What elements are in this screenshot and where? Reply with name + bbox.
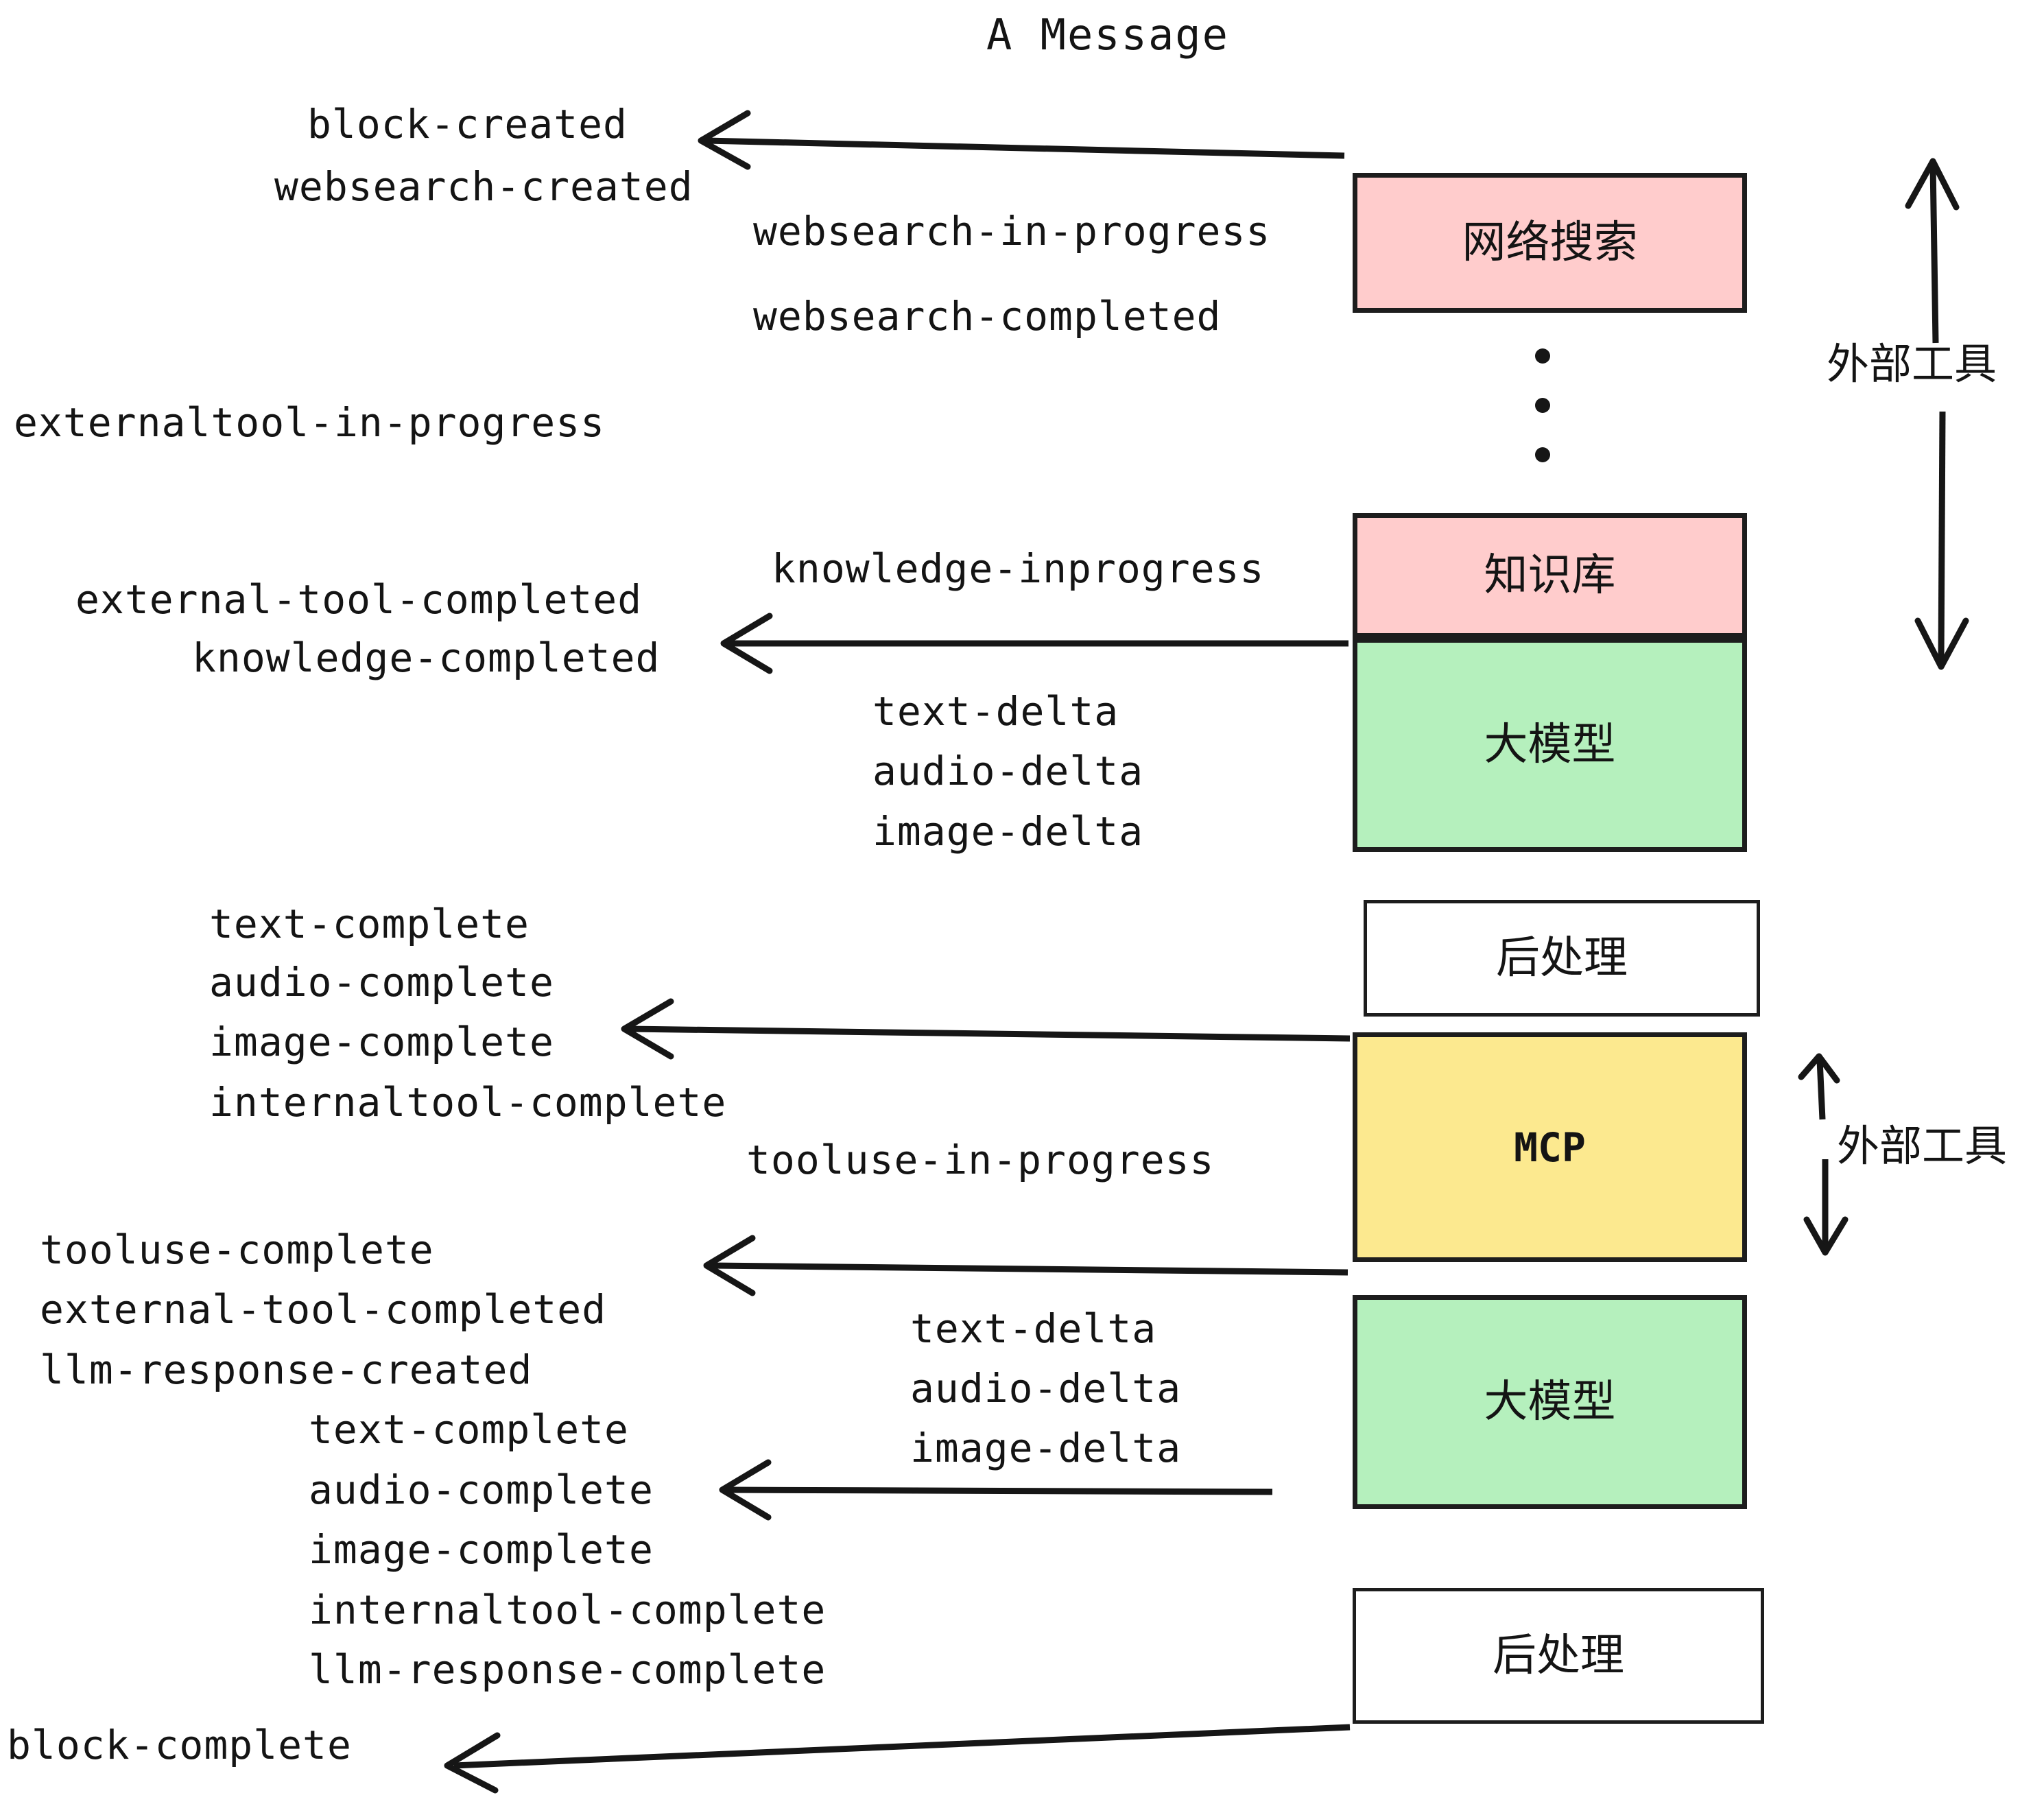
external-tools-bottom-down-arrow-icon xyxy=(1803,1159,1849,1256)
event-image-delta-2: image-delta xyxy=(910,1425,1182,1471)
node-postprocess-second[interactable]: 后处理 xyxy=(1353,1588,1764,1724)
ellipsis-dot-icon xyxy=(1535,348,1550,364)
event-text-complete-2: text-complete xyxy=(309,1406,629,1453)
event-text-complete-1: text-complete xyxy=(209,901,530,947)
event-image-complete-1: image-complete xyxy=(209,1019,554,1065)
event-llm-response-created: llm-response-created xyxy=(40,1346,533,1393)
event-internaltool-complete-1: internaltool-complete xyxy=(209,1079,727,1126)
side-label-external-tools-top: 外部工具 xyxy=(1827,339,1997,389)
node-llm-second[interactable]: 大模型 xyxy=(1353,1295,1747,1509)
event-knowledge-inprogress: knowledge-inprogress xyxy=(772,545,1265,592)
side-label-external-tools-bottom: 外部工具 xyxy=(1837,1121,2008,1171)
node-websearch-label: 网络搜索 xyxy=(1462,217,1638,268)
node-postprocess-second-label: 后处理 xyxy=(1493,1630,1624,1681)
event-text-delta-2: text-delta xyxy=(910,1305,1157,1352)
event-text-delta-1: text-delta xyxy=(872,688,1119,735)
event-tooluse-complete: tooluse-complete xyxy=(40,1226,434,1273)
node-knowledge-label: 知识库 xyxy=(1484,550,1616,601)
event-external-tool-completed-1: external-tool-completed xyxy=(75,576,643,623)
node-llm-second-label: 大模型 xyxy=(1484,1377,1616,1427)
arrow-to-tooluse-complete xyxy=(703,1235,1348,1296)
node-knowledge[interactable]: 知识库 xyxy=(1353,513,1747,638)
diagram-title: A Message xyxy=(986,10,1229,60)
node-postprocess-first[interactable]: 后处理 xyxy=(1364,900,1760,1017)
external-tools-top-down-arrow-icon xyxy=(1914,411,1969,670)
event-block-created: block-created xyxy=(307,101,628,147)
event-audio-complete-1: audio-complete xyxy=(209,959,554,1006)
event-internaltool-complete-2: internaltool-complete xyxy=(309,1587,827,1633)
event-audio-delta-2: audio-delta xyxy=(910,1365,1182,1412)
arrow-to-block-created xyxy=(698,110,1345,170)
arrow-to-knowledge-completed xyxy=(720,613,1348,674)
arrow-to-block-complete xyxy=(444,1724,1351,1794)
ellipsis-dot-icon xyxy=(1535,398,1550,413)
event-websearch-created: websearch-created xyxy=(274,163,693,210)
event-block-complete: block-complete xyxy=(7,1722,352,1768)
event-websearch-completed: websearch-completed xyxy=(753,293,1222,340)
node-websearch[interactable]: 网络搜索 xyxy=(1353,173,1747,313)
event-audio-delta-1: audio-delta xyxy=(872,748,1144,794)
event-externaltool-in-progress: externaltool-in-progress xyxy=(14,399,606,446)
external-tools-top-up-arrow-icon xyxy=(1905,158,1960,344)
event-audio-complete-2: audio-complete xyxy=(309,1467,654,1513)
ellipsis-dot-icon xyxy=(1535,447,1550,462)
event-websearch-in-progress: websearch-in-progress xyxy=(753,208,1271,254)
event-knowledge-completed: knowledge-completed xyxy=(192,634,661,681)
event-tooluse-in-progress: tooluse-in-progress xyxy=(746,1137,1215,1183)
event-image-delta-1: image-delta xyxy=(872,808,1144,855)
node-llm-first-label: 大模型 xyxy=(1484,720,1616,770)
node-llm-first[interactable]: 大模型 xyxy=(1353,638,1747,852)
node-postprocess-first-label: 后处理 xyxy=(1496,933,1628,984)
external-tools-bottom-up-arrow-icon xyxy=(1798,1053,1840,1120)
node-mcp-label: MCP xyxy=(1514,1124,1586,1171)
node-mcp[interactable]: MCP xyxy=(1353,1032,1747,1262)
event-image-complete-2: image-complete xyxy=(309,1526,654,1573)
arrow-to-image-complete xyxy=(621,998,1351,1060)
event-external-tool-completed-2: external-tool-completed xyxy=(40,1286,607,1333)
event-llm-response-complete: llm-response-complete xyxy=(309,1646,827,1693)
